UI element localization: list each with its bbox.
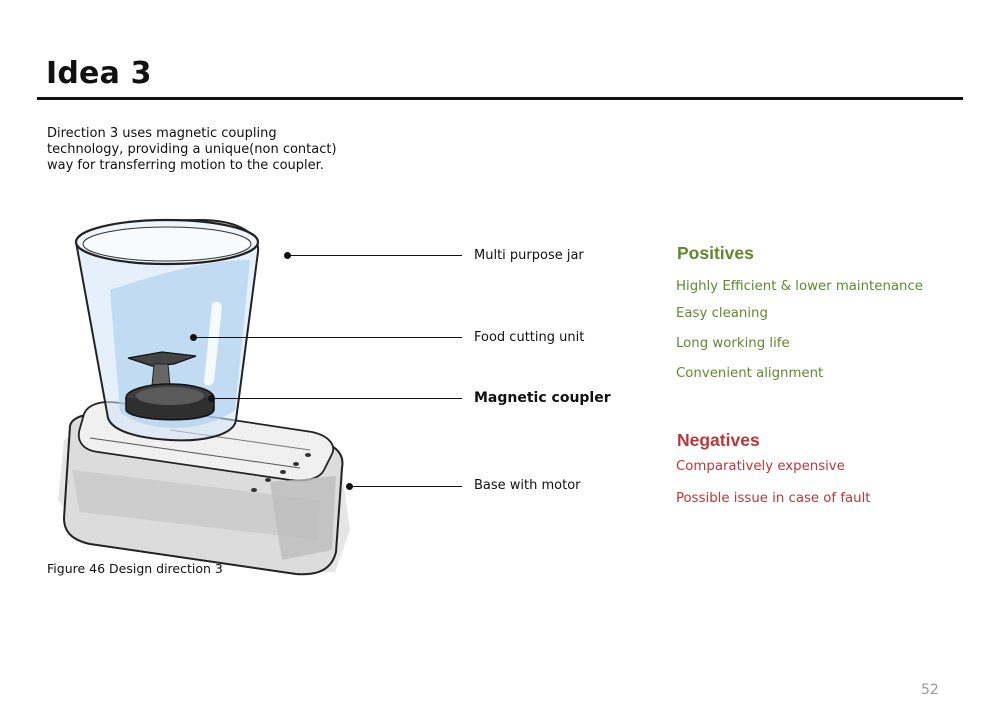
callout-leader-line — [194, 337, 462, 338]
positive-item: Highly Efficient & lower maintenance — [676, 279, 923, 294]
intro-line: Direction 3 uses magnetic coupling — [47, 126, 277, 141]
callout-dot — [208, 395, 215, 402]
callout-leader-line — [288, 255, 462, 256]
callout-label-base: Base with motor — [474, 478, 581, 493]
positives-heading: Positives — [677, 243, 754, 263]
callout-dot — [190, 334, 197, 341]
intro-paragraph: Direction 3 uses magnetic coupling techn… — [47, 126, 347, 174]
negative-item: Possible issue in case of fault — [676, 491, 871, 506]
figure-caption: Figure 46 Design direction 3 — [47, 561, 223, 576]
page-title: Idea 3 — [46, 56, 152, 91]
callout-label-coupler: Magnetic coupler — [474, 390, 611, 406]
positive-item: Easy cleaning — [676, 306, 768, 321]
intro-line: way for transferring motion to the coupl… — [47, 158, 324, 173]
negative-item: Comparatively expensive — [676, 459, 845, 474]
positive-item: Convenient alignment — [676, 366, 824, 381]
intro-line: technology, providing a unique(non conta… — [47, 142, 337, 157]
callout-label-cutting-unit: Food cutting unit — [474, 330, 585, 345]
positive-item: Long working life — [676, 336, 790, 351]
negatives-heading: Negatives — [677, 430, 760, 450]
page-number: 52 — [921, 682, 939, 698]
blender-sketch-illustration — [58, 218, 350, 576]
title-divider — [37, 97, 963, 100]
callout-dot — [284, 252, 291, 259]
callout-leader-line — [212, 398, 462, 399]
callout-leader-line — [350, 486, 462, 487]
callout-label-jar: Multi purpose jar — [474, 248, 584, 263]
callout-dot — [346, 483, 353, 490]
